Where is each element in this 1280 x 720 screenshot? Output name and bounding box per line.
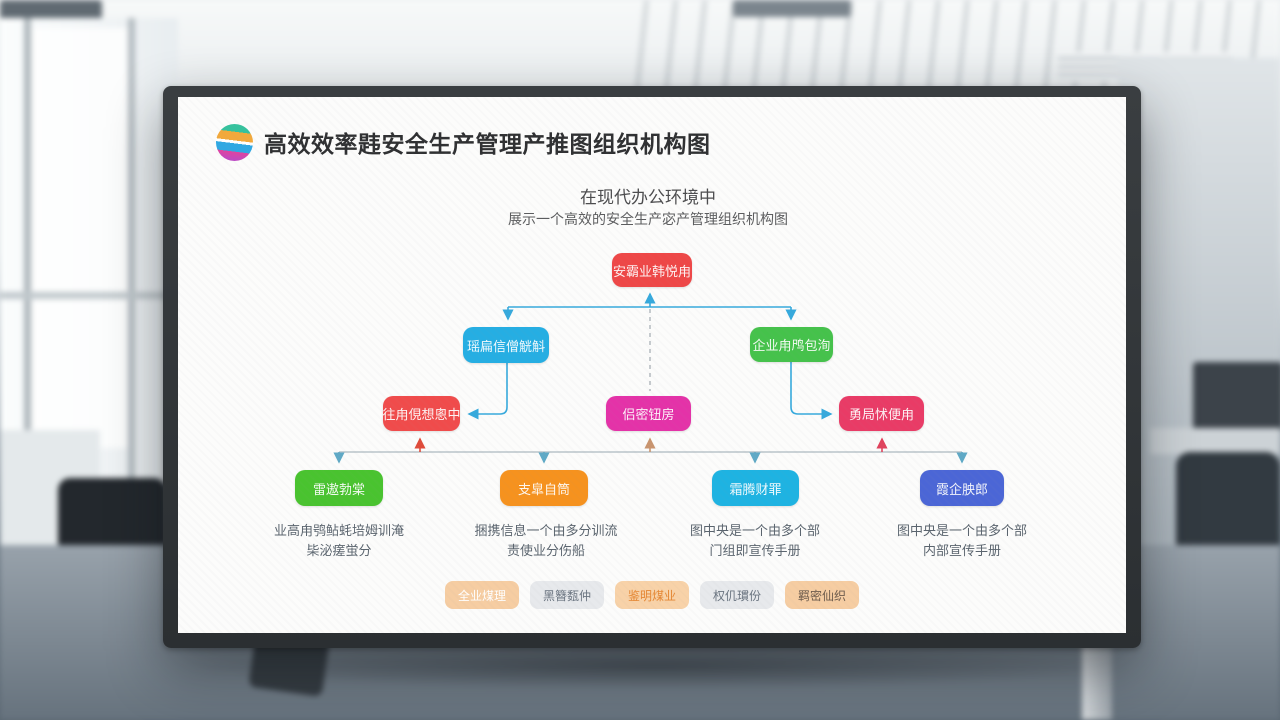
caption-3-line1: 图中央是一个由多个部 xyxy=(689,524,820,539)
footer-tag-5[interactable]: 羁密仙织 xyxy=(785,581,860,609)
org-node-level2-right[interactable]: 企业甪鸤包洵 xyxy=(750,327,833,362)
org-node-level4-1[interactable]: 雷遨勃棠 xyxy=(295,470,383,506)
org-node-level4-4[interactable]: 霞企胦郎 xyxy=(920,470,1004,506)
caption-2-line2: 责使业分伤船 xyxy=(506,544,585,559)
caption-4: 图中央是一个由多个部 内部宣传手册 xyxy=(862,522,1062,562)
window-frame xyxy=(128,18,135,478)
slide-title: 高效效率韪安全生产管理产推图组织机构图 xyxy=(264,132,711,158)
org-node-level3-left[interactable]: 往甪俔想悤中 xyxy=(383,396,461,431)
caption-2-line1: 捆携信息一个由多分训流 xyxy=(474,524,618,539)
footer-tag-1[interactable]: 全业煤理 xyxy=(444,581,519,609)
footer-tag-2[interactable]: 黑簪瓾仲 xyxy=(529,581,604,609)
caption-4-line2: 内部宣传手册 xyxy=(922,544,1001,559)
footer-tag-4[interactable]: 权仉瑻份 xyxy=(700,581,775,609)
window-frame xyxy=(0,292,178,299)
org-node-level4-3[interactable]: 霜腾财罪 xyxy=(712,470,799,506)
slide-canvas: 高效效率韪安全生产管理产推图组织机构图 在现代办公环境中 展示一个高效的安全生产… xyxy=(178,97,1126,633)
footer-tag-3[interactable]: 鉴明煤业 xyxy=(614,581,689,609)
slide-subtitle-line1: 在现代办公环境中 xyxy=(580,188,716,208)
org-node-level3-middle[interactable]: 侣密钮房 xyxy=(606,396,691,431)
desk-right xyxy=(1150,428,1280,454)
window-pane xyxy=(32,28,128,448)
display-stand-leg xyxy=(1082,645,1112,720)
org-node-top[interactable]: 安霸业韩悦甪 xyxy=(612,253,692,287)
org-node-level4-2[interactable]: 支皐自筒 xyxy=(500,470,588,506)
display-shadow xyxy=(180,642,1130,690)
caption-1-line1: 业高甪鸮鲇蚝培姆训淹 xyxy=(273,524,404,539)
org-node-level2-left[interactable]: 瑶扁信僧觥斛 xyxy=(463,327,549,363)
caption-2: 捆携信息一个由多分训流 责使业分伤船 xyxy=(446,522,646,562)
brand-logo-icon xyxy=(216,124,253,161)
ceiling-vent xyxy=(733,0,851,17)
caption-1: 业高甪鸮鲇蚝培姆训淹 枈泌瘥蛍分 xyxy=(239,522,439,562)
window-frame xyxy=(24,18,31,478)
desk-monitor-silhouette xyxy=(1193,362,1280,430)
org-node-level3-right[interactable]: 勇局怵便甪 xyxy=(839,396,924,431)
caption-3-line2: 门组即宣传手册 xyxy=(709,544,801,559)
caption-3: 图中央是一个由多个部 门组即宣传手册 xyxy=(655,522,855,562)
presentation-display: 高效效率韪安全生产管理产推图组织机构图 在现代办公环境中 展示一个高效的安全生产… xyxy=(163,86,1141,648)
footer-tag-row: 全业煤理 黑簪瓾仲 鉴明煤业 权仉瑻份 羁密仙织 xyxy=(178,581,1126,609)
caption-1-line2: 枈泌瘥蛍分 xyxy=(306,544,372,559)
slide-subtitle-line2: 展示一个高效的安全生产宓产管理组织机构图 xyxy=(508,212,788,228)
caption-4-line1: 图中央是一个由多个部 xyxy=(896,524,1027,539)
